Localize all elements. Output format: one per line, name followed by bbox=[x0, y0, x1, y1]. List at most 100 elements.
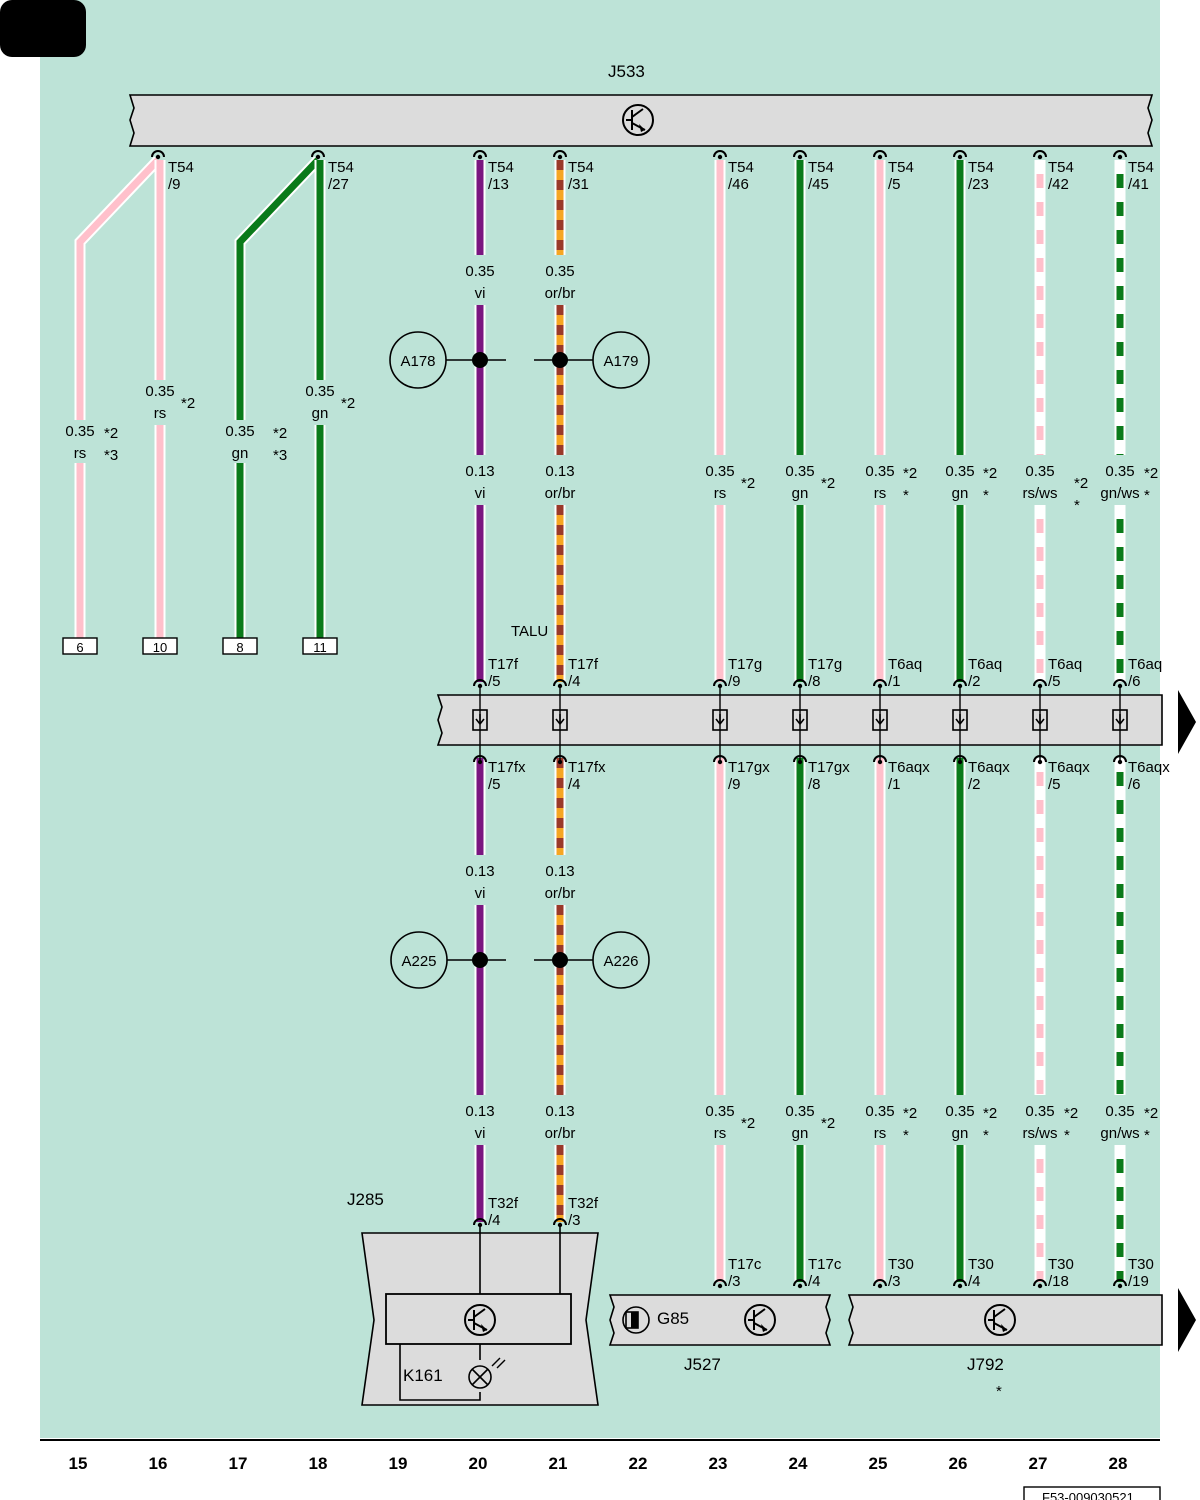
connector-label: T54/45 bbox=[808, 159, 834, 193]
column-number: 19 bbox=[389, 1454, 408, 1473]
terminal-label: 11 bbox=[313, 640, 327, 655]
wire-label: *2* bbox=[903, 465, 917, 504]
connector-label: T30/4 bbox=[968, 1256, 994, 1290]
wire-label: *2* bbox=[1144, 465, 1158, 504]
column-number: 23 bbox=[709, 1454, 728, 1473]
connector-label: T17fx/4 bbox=[568, 759, 606, 793]
wire-label: *2* bbox=[1144, 1105, 1158, 1144]
column-number: 28 bbox=[1109, 1454, 1128, 1473]
splice-label: A225 bbox=[401, 953, 436, 970]
column-number: 27 bbox=[1029, 1454, 1048, 1473]
connector-label: T54/46 bbox=[728, 159, 754, 193]
g85-label: G85 bbox=[657, 1309, 689, 1328]
connector-label: T30/19 bbox=[1128, 1256, 1154, 1290]
connector-label: T54/5 bbox=[888, 159, 914, 193]
column-number: 20 bbox=[469, 1454, 488, 1473]
wire-label: *2 bbox=[341, 395, 355, 412]
splice-label: A179 bbox=[603, 353, 638, 370]
wires bbox=[74, 156, 1126, 1282]
connector-label: T17c/3 bbox=[728, 1256, 762, 1290]
j792-control-unit bbox=[847, 1288, 1196, 1352]
continuation-arrow-icon bbox=[1178, 1288, 1196, 1352]
connector-label: T54/13 bbox=[488, 159, 514, 193]
wire-label: *2*3 bbox=[104, 425, 118, 464]
connector-label: T54/9 bbox=[168, 159, 194, 193]
continuation-arrow-icon bbox=[1178, 690, 1196, 754]
wire-label: *2* bbox=[983, 465, 997, 504]
connector-label: T6aqx/6 bbox=[1128, 759, 1170, 793]
splice-a179 bbox=[534, 331, 650, 389]
column-number: 26 bbox=[949, 1454, 968, 1473]
connector-label: T17g/9 bbox=[728, 656, 762, 690]
connector-label: T17gx/8 bbox=[808, 759, 850, 793]
figure-code-box: F53-009030521 bbox=[1023, 1486, 1161, 1500]
j533-label: J533 bbox=[608, 62, 645, 81]
talu-label: TALU bbox=[511, 623, 548, 640]
j285-label: J285 bbox=[347, 1190, 384, 1209]
overlay: T54/9T54/27T54/13T54/31T54/46T54/45T54/5… bbox=[62, 150, 1170, 1294]
splice-label: A178 bbox=[400, 353, 435, 370]
page-number-tab bbox=[0, 0, 86, 57]
wire-label: *2* bbox=[983, 1105, 997, 1144]
splice-a225 bbox=[390, 931, 506, 989]
splice-label: A226 bbox=[603, 953, 638, 970]
column-number: 16 bbox=[149, 1454, 168, 1473]
wire-label: *2*3 bbox=[273, 425, 287, 464]
connector-label: T17f/5 bbox=[488, 656, 519, 690]
wire-col15 bbox=[74, 156, 162, 420]
j792-note: * bbox=[996, 1383, 1002, 1400]
terminal-label: 10 bbox=[153, 640, 167, 655]
terminal-10 bbox=[142, 637, 178, 655]
talu-bar bbox=[436, 690, 1196, 754]
connector-label: T32f/3 bbox=[568, 1195, 599, 1229]
connector-label: T32f/4 bbox=[488, 1195, 519, 1229]
wire-label: *2* bbox=[1074, 475, 1088, 514]
connector-label: T54/31 bbox=[568, 159, 594, 193]
connector-label: T17gx/9 bbox=[728, 759, 770, 793]
wire-label: *2 bbox=[821, 475, 835, 492]
splice-a178 bbox=[389, 331, 506, 389]
connector-label: T6aqx/2 bbox=[968, 759, 1010, 793]
connector-label: T6aq/1 bbox=[888, 656, 922, 690]
wire-label: *2 bbox=[741, 1115, 755, 1132]
wire-label: *2 bbox=[821, 1115, 835, 1132]
connector-label: T6aq/5 bbox=[1048, 656, 1082, 690]
connector-label: T6aq/2 bbox=[968, 656, 1002, 690]
column-number: 17 bbox=[229, 1454, 248, 1473]
j792-label: J792 bbox=[967, 1355, 1004, 1374]
connector-label: T17fx/5 bbox=[488, 759, 526, 793]
wire-col17 bbox=[234, 156, 322, 420]
connector-label: T6aqx/1 bbox=[888, 759, 930, 793]
connector-label: T30/18 bbox=[1048, 1256, 1074, 1290]
connector-label: T17c/4 bbox=[808, 1256, 842, 1290]
connector-label: T17g/8 bbox=[808, 656, 842, 690]
connector-label: T54/42 bbox=[1048, 159, 1074, 193]
connector-label: T54/23 bbox=[968, 159, 994, 193]
